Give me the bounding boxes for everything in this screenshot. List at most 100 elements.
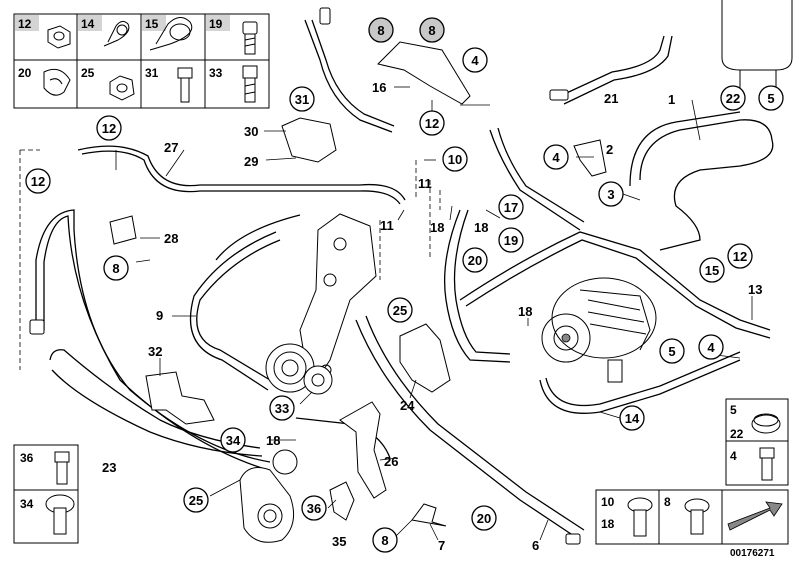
callout-12: 12 <box>419 110 445 136</box>
part-number-28: 28 <box>164 231 178 246</box>
svg-text:12: 12 <box>31 174 45 189</box>
guide-lines <box>19 149 441 370</box>
callout-4: 4 <box>543 144 569 170</box>
hose-lines <box>35 19 774 541</box>
bolt-icon <box>684 498 710 535</box>
callout-25: 25 <box>183 487 209 513</box>
hose-fitting <box>29 319 45 335</box>
svg-text:20: 20 <box>477 511 491 526</box>
legend-label-25: 25 <box>81 66 95 80</box>
legend-bottom-right: 5 22 4 10 18 8 00176271 <box>595 398 789 559</box>
callout-14: 14 <box>619 405 645 431</box>
part-number-27: 27 <box>164 140 178 155</box>
arrow-icon <box>727 501 783 531</box>
nut-icon <box>109 75 135 101</box>
part-number-16: 16 <box>372 80 386 95</box>
callout-36: 36 <box>301 495 327 521</box>
svg-text:4: 4 <box>471 53 479 68</box>
svg-text:14: 14 <box>625 411 640 426</box>
part-number-13: 13 <box>748 282 762 297</box>
legend-label-33: 33 <box>209 66 223 80</box>
svg-text:17: 17 <box>504 200 518 215</box>
callout-8: 8 <box>372 527 398 553</box>
callout-33: 33 <box>269 395 295 421</box>
hose-fitting <box>565 533 581 545</box>
washer-bolt-icon <box>45 494 75 535</box>
hose-fitting <box>549 89 569 101</box>
holder-bracket <box>145 371 215 425</box>
part-number-29: 29 <box>244 154 258 169</box>
hose-clamp-icon <box>149 17 193 51</box>
legend-label-4: 4 <box>730 449 737 463</box>
bolt-icon <box>242 21 258 55</box>
svg-text:36: 36 <box>307 501 321 516</box>
svg-text:20: 20 <box>468 253 482 268</box>
steering-valve <box>239 449 298 543</box>
part-number-35: 35 <box>332 534 346 549</box>
part-number-6: 6 <box>532 538 539 553</box>
callout-34: 34 <box>220 427 246 453</box>
components <box>29 0 793 545</box>
callout-4: 4 <box>462 47 488 73</box>
legend-label-19: 19 <box>209 17 223 31</box>
pulley <box>265 343 333 395</box>
callout-4: 4 <box>698 334 724 360</box>
clip-icon <box>43 68 71 96</box>
svg-text:10: 10 <box>448 152 462 167</box>
part-numbers: 1 2 6 7 9 11 11 13 16 18 18 18 18 21 23 … <box>102 80 762 553</box>
leader-lines <box>115 86 753 541</box>
svg-text:19: 19 <box>504 233 518 248</box>
part-number-21: 21 <box>604 91 618 106</box>
legend-label-18: 18 <box>601 517 615 531</box>
holder-bracket <box>411 503 447 527</box>
legend-bottom-left: 36 34 <box>13 444 79 544</box>
callout-17: 17 <box>498 194 524 220</box>
part-number-32: 32 <box>148 344 162 359</box>
support-bracket <box>339 401 387 499</box>
legend-label-20: 20 <box>18 66 32 80</box>
svg-text:33: 33 <box>275 401 289 416</box>
part-number-26: 26 <box>384 454 398 469</box>
legend-label-34: 34 <box>20 497 34 511</box>
callout-20: 20 <box>471 505 497 531</box>
svg-text:4: 4 <box>707 340 715 355</box>
hose-clamp-icon <box>751 413 781 434</box>
callout-12: 12 <box>25 168 51 194</box>
legend-label-15: 15 <box>145 17 159 31</box>
callout-10: 10 <box>442 146 468 172</box>
svg-text:22: 22 <box>726 91 740 106</box>
svg-text:12: 12 <box>102 121 116 136</box>
part-number-18: 18 <box>266 433 280 448</box>
document-number: 00176271 <box>730 548 775 559</box>
power-steering-pump <box>541 277 657 383</box>
svg-text:8: 8 <box>377 23 384 38</box>
svg-text:5: 5 <box>668 344 675 359</box>
legend-label-8: 8 <box>664 495 671 509</box>
part-number-30: 30 <box>244 124 258 139</box>
legend-label-36: 36 <box>20 451 34 465</box>
callout-3: 3 <box>598 181 624 207</box>
svg-text:5: 5 <box>767 91 774 106</box>
callout-15: 15 <box>699 257 725 283</box>
bolt-icon <box>177 67 193 103</box>
part-number-23: 23 <box>102 460 116 475</box>
clip <box>329 481 355 521</box>
callout-19: 19 <box>498 227 524 253</box>
bolt-icon <box>54 451 70 485</box>
part-number-18: 18 <box>474 220 488 235</box>
part-number-11: 11 <box>380 218 394 233</box>
holder-bracket <box>377 41 471 105</box>
svg-text:25: 25 <box>393 303 407 318</box>
part-number-1: 1 <box>668 92 675 107</box>
hose-clamp-icon <box>103 20 130 47</box>
part-number-9: 9 <box>156 308 163 323</box>
svg-text:4: 4 <box>552 150 560 165</box>
callout-12: 12 <box>96 115 122 141</box>
callout-8: 8 <box>368 17 394 43</box>
part-number-18: 18 <box>518 304 532 319</box>
part-number-2: 2 <box>606 142 613 157</box>
callout-22: 22 <box>720 85 746 111</box>
legend-label-14: 14 <box>81 17 95 31</box>
svg-text:8: 8 <box>428 23 435 38</box>
